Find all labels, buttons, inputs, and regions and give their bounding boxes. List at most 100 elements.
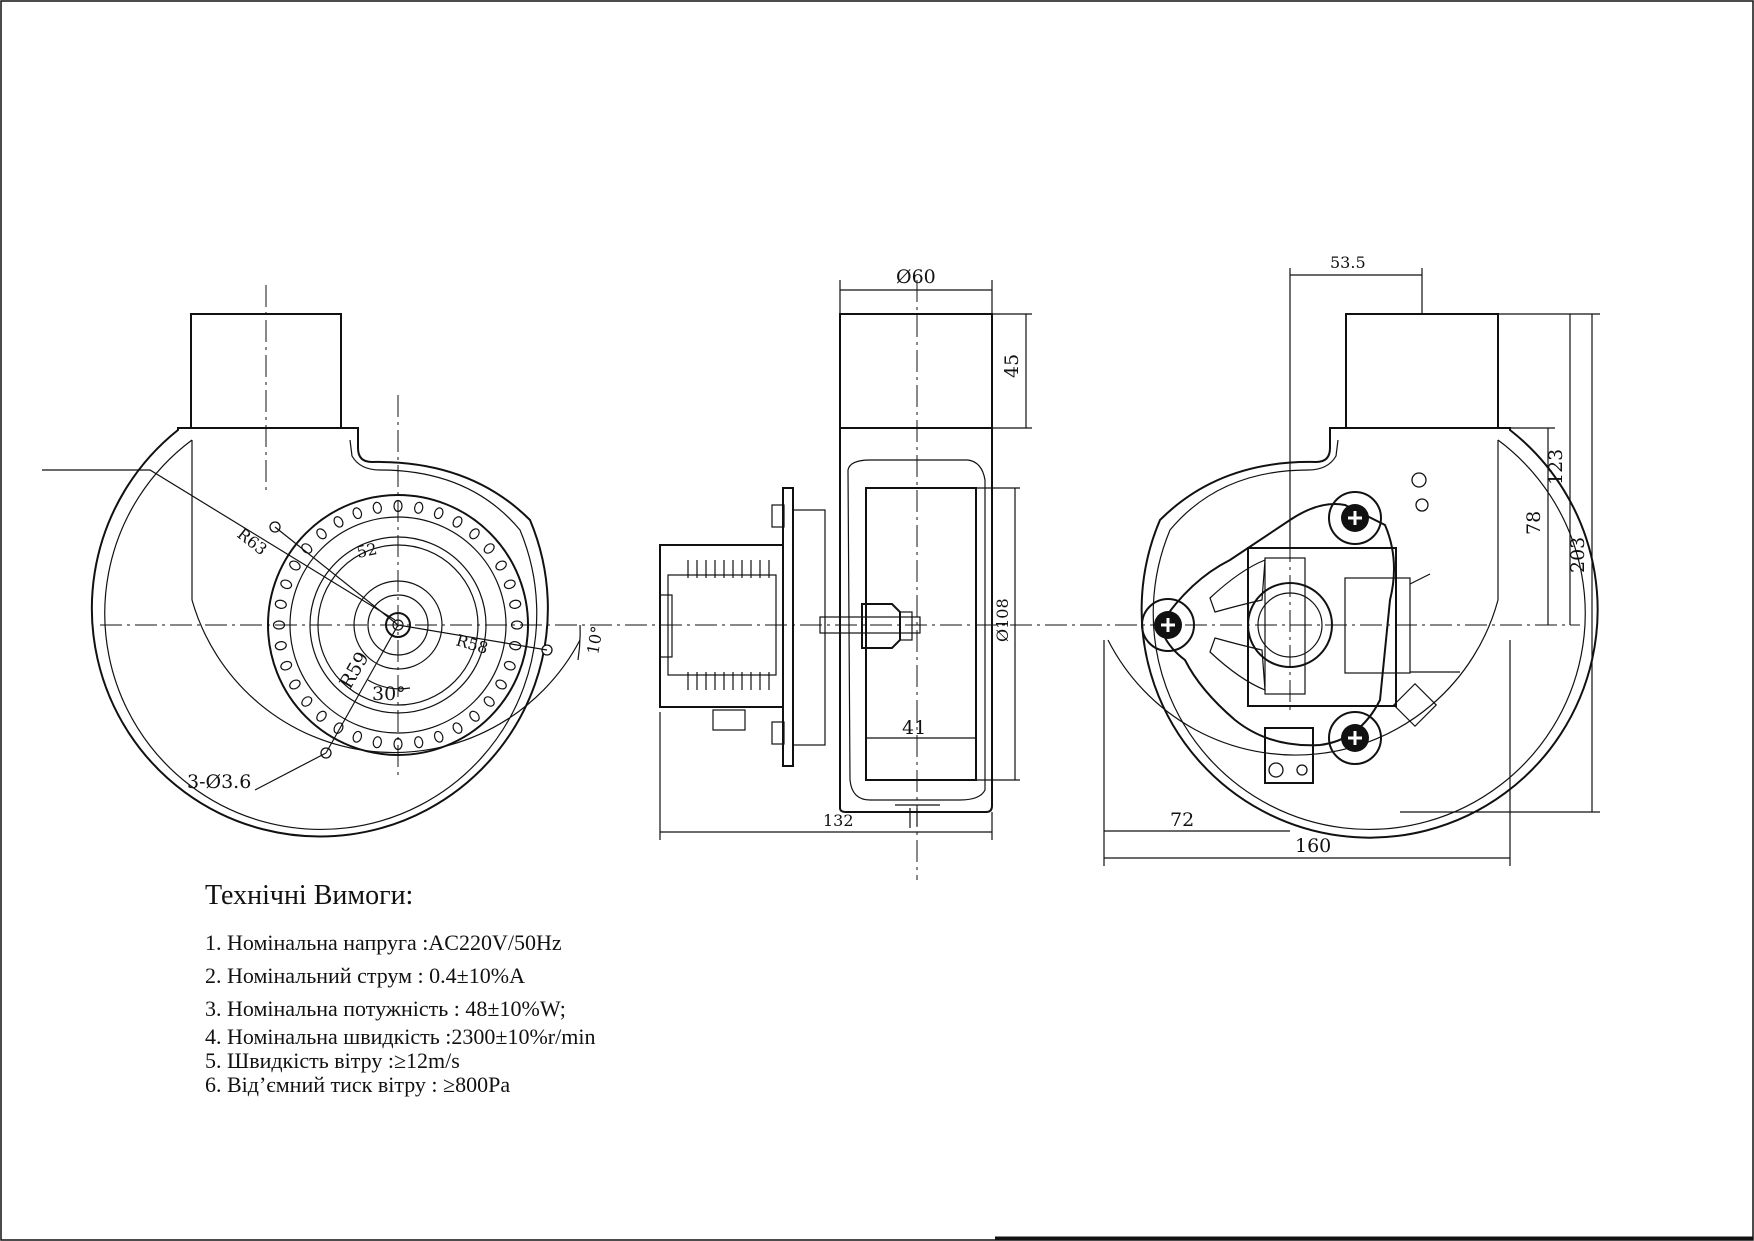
rear-ground-symbol: [1392, 682, 1438, 728]
vent-hole: [333, 516, 344, 528]
vent-hole: [274, 599, 287, 609]
vent-hole: [289, 679, 301, 690]
vent-hole: [495, 560, 507, 571]
vent-hole: [280, 579, 293, 590]
vent-hole: [483, 543, 495, 554]
vent-hole: [333, 722, 344, 734]
label-123: 123: [1545, 449, 1567, 485]
side-motor-coil: [667, 574, 777, 676]
specs-title: Технічні Вимоги:: [205, 880, 414, 911]
rear-terminal-screw: [1268, 762, 1284, 778]
vent-hole: [509, 599, 522, 609]
vent-hole: [495, 679, 507, 690]
vent-hole: [433, 507, 444, 520]
screw-icon: [1141, 598, 1195, 652]
rear-plate-cutout-bottom: [1209, 637, 1266, 691]
spec-item-pressure: 6. Від’ємний тиск вітру : ≥800Pa: [205, 1072, 511, 1097]
side-motor-front: [659, 594, 673, 658]
side-screw-top: [771, 504, 785, 528]
label-41: 41: [902, 717, 926, 739]
side-hub: [861, 603, 901, 649]
label-132: 132: [823, 811, 854, 830]
vent-hole: [509, 641, 522, 651]
side-coil-windings: [687, 560, 770, 690]
side-motor-body: [659, 544, 784, 708]
rear-marker-hole: [1415, 498, 1429, 512]
vent-hole: [503, 579, 516, 590]
rear-volute-wall: [1107, 440, 1499, 756]
rear-view: 53.5 123 78 203 72 160: [1103, 253, 1600, 866]
rear-plate-cutout-top: [1209, 559, 1266, 613]
vent-hole: [301, 696, 313, 707]
side-housing: [839, 428, 993, 813]
vent-hole: [452, 722, 463, 734]
vent-hole: [274, 641, 287, 651]
rear-outlet: [1345, 313, 1499, 428]
vent-hole: [289, 560, 301, 571]
front-radius-63-line: [274, 526, 399, 626]
vent-hole: [452, 516, 463, 528]
technical-requirements: Технічні Вимоги: 1. Номінальна напруга :…: [205, 880, 595, 1097]
vent-hole: [272, 620, 286, 630]
side-mount-bracket: [792, 509, 826, 746]
vent-hole: [503, 660, 516, 671]
front-housing-inner: [104, 439, 538, 831]
vent-hole: [469, 528, 480, 540]
vent-hole: [316, 528, 327, 540]
vent-hole: [414, 736, 424, 749]
side-housing-inner: [847, 459, 986, 801]
front-housing: [90, 427, 549, 838]
label-angle-30: 30°: [372, 683, 406, 705]
rear-terminal-screw-2: [1296, 764, 1308, 776]
side-motor-terminal: [712, 709, 746, 731]
vent-hole: [352, 507, 363, 520]
spec-item-current: 2. Номінальний струм : 0.4±10%A: [205, 963, 525, 988]
vent-hole: [280, 660, 293, 671]
vent-hole: [316, 710, 327, 722]
front-angle-10-arc: [577, 624, 581, 661]
spec-item-wind-speed: 5. Швидкість вітру :≥12m/s: [205, 1048, 460, 1073]
rear-housing: [1140, 427, 1599, 839]
front-vent-holes: [272, 499, 524, 751]
label-r58: R58: [454, 631, 490, 658]
side-view: Ø60 45 Ø108 41 132: [659, 266, 1032, 880]
vent-hole: [483, 696, 495, 707]
label-72: 72: [1170, 809, 1194, 831]
label-d108: Ø108: [993, 598, 1012, 642]
rear-marker-hole-2: [1411, 472, 1427, 488]
rear-motor-stator: [1264, 557, 1306, 695]
rear-wire: [1409, 573, 1460, 673]
rear-terminal: [1264, 727, 1314, 784]
vent-hole: [372, 501, 382, 514]
spec-item-speed: 4. Номінальна швидкість :2300±10%r/min: [205, 1024, 596, 1049]
front-volute-wall: [191, 440, 581, 754]
vent-hole: [352, 730, 363, 743]
label-160: 160: [1295, 835, 1331, 857]
vent-hole: [372, 736, 382, 749]
rear-screws: [1141, 491, 1382, 765]
front-radius-59-line: [325, 624, 399, 754]
rear-motor-coil: [1344, 577, 1411, 674]
side-shaft: [819, 616, 921, 634]
vent-hole: [433, 730, 444, 743]
spec-item-voltage: 1. Номінальна напруга :AC220V/50Hz: [205, 930, 562, 955]
screw-icon: [1328, 711, 1382, 765]
rear-housing-inner: [1152, 439, 1586, 831]
screw-icon: [1328, 491, 1382, 545]
spec-item-power: 3. Номінальна потужність : 48±10%W;: [205, 996, 566, 1021]
side-foot: [895, 804, 940, 828]
rear-mount-plate: [1158, 503, 1395, 747]
front-leader-top: [42, 469, 396, 621]
label-53-5: 53.5: [1330, 253, 1366, 272]
label-203: 203: [1567, 537, 1589, 573]
front-view: R63 52 R59 30° R58 10° 3-Ø3.6: [42, 285, 607, 838]
vent-hole: [469, 710, 480, 722]
label-angle-10: 10°: [583, 624, 607, 655]
side-outlet: [839, 313, 993, 429]
front-leader-holes: [254, 752, 327, 791]
label-d60: Ø60: [896, 266, 936, 288]
side-nut: [899, 611, 913, 641]
vent-hole: [301, 543, 313, 554]
